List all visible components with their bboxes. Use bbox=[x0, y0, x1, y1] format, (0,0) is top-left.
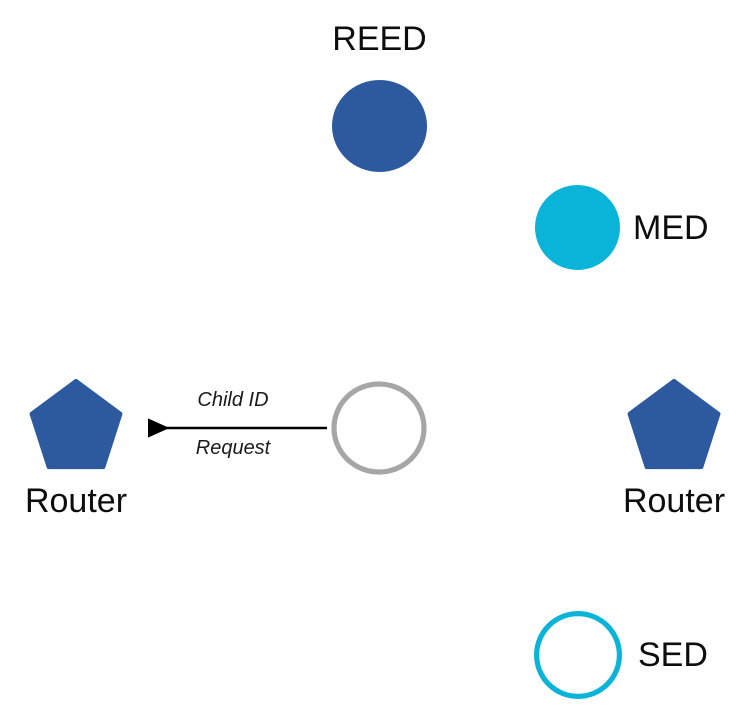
node-label-reed: REED bbox=[332, 20, 427, 58]
edge-label-line-1: Child ID bbox=[197, 389, 269, 411]
node-router-right[interactable] bbox=[627, 378, 721, 470]
node-label-router-left: Router bbox=[24, 482, 128, 520]
node-child-device[interactable] bbox=[331, 381, 427, 475]
node-label-sed: SED bbox=[638, 636, 708, 674]
router-pentagon-icon bbox=[29, 378, 123, 470]
reed-circle-icon bbox=[332, 80, 427, 172]
edge-label-line-2: Request bbox=[195, 437, 271, 459]
sed-circle-icon bbox=[533, 610, 623, 700]
edge-label-child-id-request: Child ID Request bbox=[163, 364, 303, 484]
router-pentagon-icon bbox=[627, 378, 721, 470]
node-reed[interactable] bbox=[332, 80, 427, 172]
node-label-med: MED bbox=[633, 209, 709, 247]
node-med[interactable] bbox=[535, 185, 620, 270]
child-device-circle-icon bbox=[331, 381, 427, 475]
node-sed[interactable] bbox=[533, 610, 623, 700]
node-router-left[interactable] bbox=[29, 378, 123, 470]
node-label-router-right: Router bbox=[622, 482, 726, 520]
med-circle-icon bbox=[535, 185, 620, 270]
